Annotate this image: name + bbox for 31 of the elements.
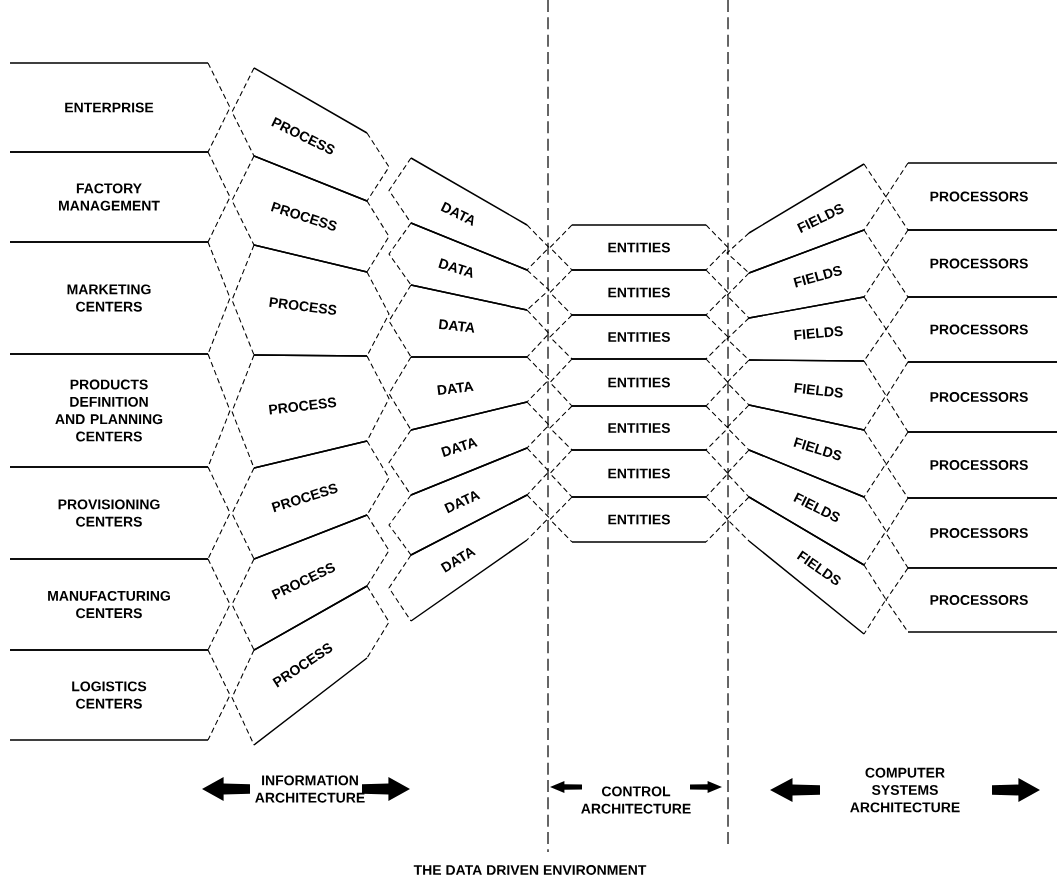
band-box: ENTITIES bbox=[549, 449, 729, 498]
band-box: PRODUCTS DEFINITION AND PLANNING CENTERS bbox=[9, 353, 231, 468]
band-box: PROCESSORS bbox=[885, 361, 1057, 433]
band-box: ENTITIES bbox=[549, 269, 729, 316]
architecture-label: COMPUTER SYSTEMS ARCHITECTURE bbox=[850, 767, 960, 813]
band-box: MANUFACTURING CENTERS bbox=[9, 558, 231, 651]
band-box: ENTITIES bbox=[549, 314, 729, 360]
caption: THE DATA DRIVEN ENVIRONMENT bbox=[413, 865, 647, 875]
band-box: PROCESSORS bbox=[885, 431, 1057, 499]
band-box: ENTITIES bbox=[549, 358, 729, 407]
band-box: PROCESS bbox=[231, 354, 390, 469]
band-box: MARKETING CENTERS bbox=[9, 241, 231, 355]
band-box: LOGISTICS CENTERS bbox=[9, 649, 231, 741]
band-box: PROCESSORS bbox=[885, 567, 1057, 633]
band-box: DATA bbox=[388, 356, 550, 431]
band-box: ENTERPRISE bbox=[9, 62, 231, 153]
band-box: PROCESSORS bbox=[885, 229, 1057, 298]
band-box: PROCESSORS bbox=[885, 162, 1057, 231]
band-box: ENTITIES bbox=[549, 405, 729, 451]
band-box: PROCESSORS bbox=[885, 296, 1057, 363]
band-box: FACTORY MANAGEMENT bbox=[9, 151, 231, 243]
band-box: PROCESSORS bbox=[885, 497, 1057, 569]
band-box: PROVISIONING CENTERS bbox=[9, 466, 231, 560]
band-box: ENTITIES bbox=[549, 224, 729, 271]
architecture-label: INFORMATION ARCHITECTURE bbox=[255, 775, 365, 803]
architecture-label: CONTROL ARCHITECTURE bbox=[581, 786, 691, 814]
band-box: ENTITIES bbox=[549, 496, 729, 543]
band-box: PROCESS bbox=[231, 244, 390, 357]
band-box: FIELDS bbox=[726, 359, 887, 431]
band-box: FIELDS bbox=[726, 296, 887, 362]
band-box: DATA bbox=[388, 284, 550, 358]
